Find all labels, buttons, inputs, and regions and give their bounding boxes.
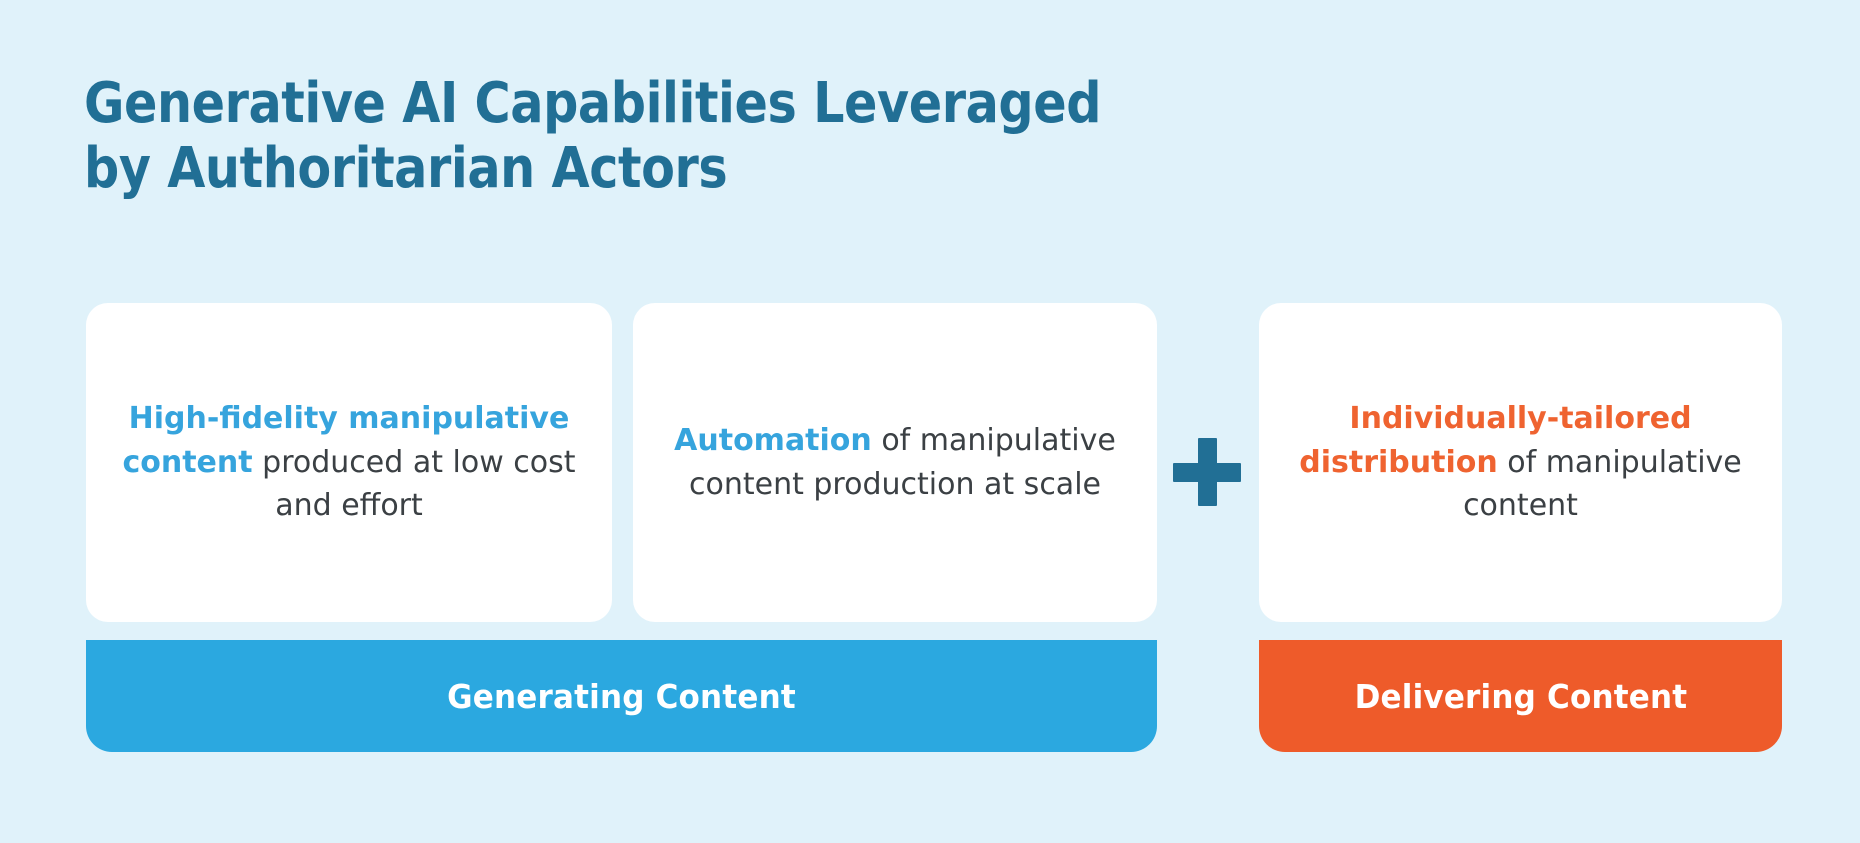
capability-highlight: High-fidelity manipulative content — [122, 400, 570, 480]
capability-card-text: Individually-tailored distribution of ma… — [1277, 397, 1764, 528]
capability-card-high-fidelity: High-fidelity manipulative content produ… — [86, 303, 612, 622]
capability-card-text: Automation of manipulative content produ… — [651, 419, 1139, 507]
group-banner-label: Generating Content — [447, 676, 796, 716]
capability-detail: of manipulative content production at sc… — [688, 422, 1116, 502]
plus-icon-vertical-bar — [1198, 438, 1217, 506]
group-banner-label: Delivering Content — [1354, 676, 1687, 716]
capability-card-individually-tailored: Individually-tailored distribution of ma… — [1259, 303, 1782, 622]
capability-highlight: Individually-tailored distribution — [1299, 400, 1692, 480]
capability-card-text: High-fidelity manipulative content produ… — [104, 397, 594, 528]
capability-card-automation: Automation of manipulative content produ… — [633, 303, 1157, 622]
plus-icon — [1173, 438, 1241, 506]
group-banner-generating-content: Generating Content — [86, 640, 1157, 752]
capability-detail: of manipulative content — [1463, 444, 1742, 524]
group-banner-delivering-content: Delivering Content — [1259, 640, 1782, 752]
page-title: Generative AI Capabilities Leveraged by … — [84, 71, 1102, 201]
capability-detail: produced at low cost and effort — [262, 444, 576, 524]
capability-highlight: Automation — [674, 422, 872, 458]
